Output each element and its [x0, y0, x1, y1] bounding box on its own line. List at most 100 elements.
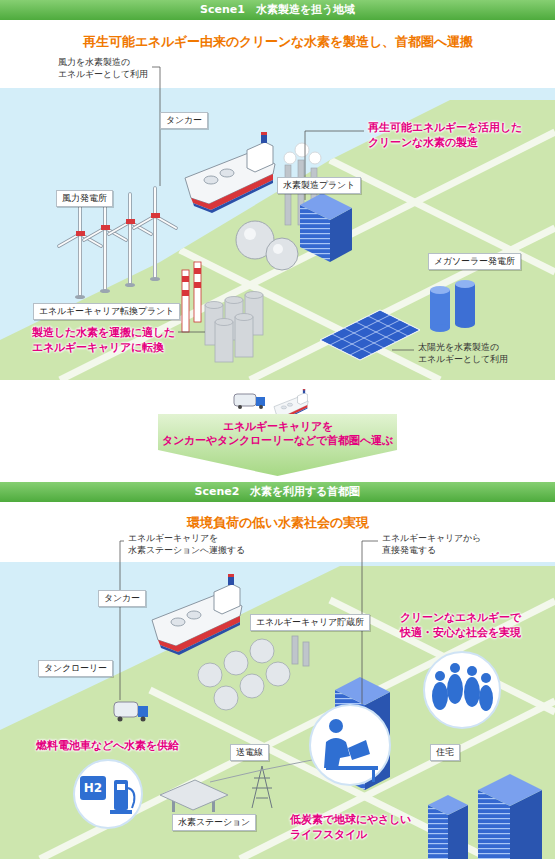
place-name: タンカー [166, 114, 202, 127]
scene2-ground [240, 701, 555, 859]
hydrogen-plant [244, 228, 256, 240]
label-box: タンカー [98, 590, 146, 607]
solar-plant [344, 328, 384, 348]
hydrogen-icon: H2 [72, 758, 144, 830]
place-name: 風力発電所 [62, 192, 107, 205]
people-icon [432, 663, 493, 711]
storage-spheres [250, 639, 274, 663]
hydrogen-plant [284, 152, 296, 164]
hydrogen-icon [72, 758, 144, 830]
tank-truck [114, 702, 148, 722]
solar-plant [332, 334, 372, 354]
arrow-text: エネルギーキャリアを タンカーやタンクローリーなどで首都圏へ運ぶ [162, 420, 393, 448]
leader-lines [152, 67, 160, 186]
hydrogen-icon [128, 788, 134, 808]
storage-spheres [224, 651, 248, 675]
people-icon [447, 674, 463, 704]
solar-plant [330, 315, 410, 355]
solar-plant [430, 286, 450, 294]
storage-spheres [214, 686, 238, 710]
scene1-ground [0, 100, 555, 380]
solar-plant [340, 320, 400, 350]
hydrogen-plant [300, 193, 352, 220]
storage-spheres [266, 662, 290, 686]
tank-truck [114, 702, 138, 717]
hydrogen-icon [114, 780, 128, 810]
section-heading: 再生可能エネルギー由来のクリーンな水素を製造し、首都圏へ運搬 [0, 33, 555, 50]
lifestyle-icon [310, 705, 390, 785]
hydrogen-icon [74, 760, 142, 828]
label-box: 水素ステーション [172, 814, 256, 831]
label-box: タンカー [160, 112, 208, 129]
conversion-plant [182, 276, 189, 282]
leader-lines [152, 67, 414, 350]
conversion-plant [205, 302, 223, 309]
icon-text: H2 [80, 776, 106, 800]
conversion-plant [205, 292, 263, 363]
hydrogen-icon [80, 776, 106, 800]
conversion-plant [215, 322, 233, 362]
hydrogen-plant [266, 238, 298, 270]
lifestyle-icon [310, 705, 390, 785]
place-name: エネルギーキャリア貯蔵所 [256, 616, 364, 629]
conversion-plant [182, 270, 189, 332]
transmission-tower [210, 760, 312, 808]
place-name: 住宅 [436, 746, 454, 759]
leader-lines [120, 541, 378, 704]
conversion-plant [182, 262, 263, 362]
section-banner: Scene1 水素製造を担う地域 [0, 0, 555, 20]
callout-note: 太陽光を水素製造の エネルギーとして利用 [418, 341, 508, 365]
callout-note: エネルギーキャリアから 直接発電する [382, 532, 481, 556]
transmission-tower [252, 788, 272, 789]
transport-icons [238, 405, 242, 409]
scene2-ground [0, 566, 555, 859]
buildings [428, 795, 468, 815]
place-name: タンカー [104, 592, 140, 605]
solar-plant [356, 322, 396, 342]
scene2-ground [0, 562, 555, 859]
flow-arrow: エネルギーキャリアを タンカーやタンクローリーなどで首都圏へ運ぶ [158, 414, 397, 476]
people-icon [479, 685, 493, 711]
storage-spheres [240, 674, 264, 698]
place-name: メガソーラー発電所 [434, 255, 515, 268]
conversion-plant [245, 292, 263, 299]
transmission-tower [262, 760, 312, 770]
tank-truck [138, 706, 148, 717]
callout-highlight: 燃料電池車などへ水素を供給 [36, 738, 179, 753]
transport-icons [256, 397, 265, 406]
label-box: エネルギーキャリア転換プラント [33, 303, 180, 320]
label-box: 送電線 [230, 744, 269, 761]
scene1-ground [0, 88, 555, 380]
callout-highlight: クリーンなエネルギーで 快適・安心な社会を実現 [400, 610, 521, 640]
conversion-plant [182, 290, 189, 296]
hydrogen-plant [236, 143, 352, 270]
scene2-ground [40, 600, 555, 859]
storage-spheres [292, 636, 298, 664]
people-icon [435, 671, 445, 681]
scene2-ground [40, 601, 555, 859]
hydrogen-station [160, 780, 228, 810]
lifestyle-icon [324, 738, 350, 768]
people-icon [450, 663, 460, 673]
hydrogen-icon [117, 784, 125, 790]
lifestyle-icon [326, 766, 378, 770]
scene1-ground [0, 88, 555, 380]
solar-plant [320, 310, 420, 360]
callout-note: 風力を水素製造の エネルギーとして利用 [58, 56, 148, 80]
transport-icons [234, 394, 256, 406]
solar-plant [455, 284, 475, 324]
storage-spheres [303, 642, 309, 666]
label-box: メガソーラー発電所 [428, 253, 521, 270]
lifestyle-icon [372, 770, 375, 782]
conversion-plant [225, 297, 243, 304]
tanker-ship [152, 574, 242, 655]
tanker-ship [185, 132, 275, 213]
label-box: 風力発電所 [56, 190, 113, 207]
solar-plant [350, 325, 410, 355]
hydrogen-plant [285, 165, 291, 225]
solar-plant [430, 290, 450, 328]
people-icon [481, 673, 491, 683]
wind-turbines [59, 206, 101, 299]
hydrogen-plant [295, 143, 309, 157]
